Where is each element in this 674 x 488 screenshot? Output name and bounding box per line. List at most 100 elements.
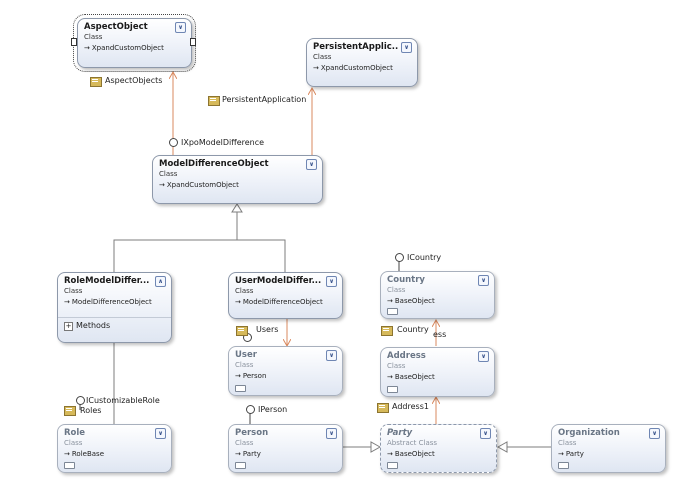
class-stereotype: Class [387,286,406,294]
collapse-icon[interactable]: ∨ [401,42,412,53]
collapse-icon[interactable]: ∨ [326,350,337,361]
class-base-name: ModelDifferenceObject [242,298,323,306]
collapse-icon[interactable]: ∨ [155,428,166,439]
property-icon [64,405,76,416]
shortcut-icon [558,462,569,469]
inherit-arrowhead-person [370,441,382,453]
inherits-arrow-icon: → [235,372,241,380]
assoc-label-users: Users [256,325,279,334]
class-base: →BaseObject [387,373,435,381]
inherits-arrow-icon: → [387,450,393,458]
expand-plus-icon[interactable]: + [64,322,73,331]
class-user[interactable]: User ∨ Class →Person [228,346,343,396]
class-base: →BaseObject [387,297,435,305]
shortcut-icon [387,308,398,315]
class-stereotype: Class [313,53,332,61]
class-aspect-object[interactable]: AspectObject ∨ Class →XpandCustomObject [73,14,196,72]
class-base-name: ModelDifferenceObject [71,298,152,306]
class-base-name: XpandCustomObject [166,181,239,189]
class-stereotype: Class [84,33,103,41]
property-icon [90,76,102,87]
inherits-arrow-icon: → [235,298,241,306]
compartment-divider [58,317,171,318]
class-base-name: BaseObject [394,297,435,305]
collapse-icon[interactable]: ∨ [326,428,337,439]
class-base-name: RoleBase [71,450,105,458]
class-country[interactable]: Country ∨ Class →BaseObject [380,271,495,319]
collapse-icon[interactable]: ∨ [326,276,337,287]
class-stereotype: Class [387,362,406,370]
class-title: User [235,350,257,360]
class-organization[interactable]: Organization ∨ Class →Party [551,424,666,473]
class-stereotype: Class [64,439,83,447]
collapse-icon[interactable]: ∨ [478,351,489,362]
assoc-label-ess: ess [433,330,447,339]
interface-lollipop-icustomizablerole [76,396,85,405]
inherit-arrowhead-model-difference [231,203,243,213]
inherits-arrow-icon: → [235,450,241,458]
inherits-arrow-icon: → [387,297,393,305]
class-address[interactable]: Address ∨ Class →BaseObject [380,347,495,397]
class-stereotype: Class [64,287,83,295]
property-icon [208,95,220,106]
class-base-name: Party [242,450,261,458]
class-stereotype: Class [235,287,254,295]
class-party[interactable]: Party ∨ Abstract Class →BaseObject [380,424,497,473]
inherits-arrow-icon: → [387,373,393,381]
expand-icon[interactable]: ∧ [155,276,166,287]
class-base: →XpandCustomObject [313,64,393,72]
interface-label-ixpo-model-difference: IXpoModelDifference [181,138,265,147]
class-title: PersistentApplic... [313,42,399,52]
class-base-name: XpandCustomObject [320,64,393,72]
class-title: Organization [558,428,620,438]
class-title: Party [387,428,413,438]
class-base: →RoleBase [64,450,104,458]
class-role[interactable]: Role ∨ Class →RoleBase [57,424,172,473]
class-user-model-difference[interactable]: UserModelDiffer... ∨ Class →ModelDiffere… [228,272,343,319]
class-base: →BaseObject [387,450,435,458]
collapse-icon[interactable]: ∨ [306,159,317,170]
property-icon [377,402,389,413]
collapse-icon[interactable]: ∨ [175,22,186,33]
property-icon [236,325,248,336]
shortcut-icon [235,462,246,469]
class-title: ModelDifferenceObject [159,159,269,169]
class-title: Person [235,428,269,438]
class-model-difference-object[interactable]: ModelDifferenceObject ∨ Class →XpandCust… [152,155,323,204]
class-base-name: XpandCustomObject [91,44,164,52]
methods-label: Methods [76,321,111,330]
inherits-arrow-icon: → [64,298,70,306]
class-title: Country [387,275,425,285]
interface-lollipop-iperson [246,405,255,414]
class-base-name: BaseObject [394,373,435,381]
shortcut-icon [387,462,398,469]
assoc-label-country: Country [397,325,429,334]
collapse-icon[interactable]: ∨ [480,428,491,439]
class-stereotype: Class [558,439,577,447]
collapse-icon[interactable]: ∨ [478,275,489,286]
collapse-icon[interactable]: ∨ [649,428,660,439]
interface-label-icustomizable-role: ICustomizableRole [86,396,160,405]
assoc-label-address1: Address1 [392,402,429,411]
assoc-label-aspect-objects: AspectObjects [105,76,163,85]
class-base: →Party [558,450,584,458]
inherits-arrow-icon: → [159,181,165,189]
resize-handle-left[interactable] [71,38,77,46]
methods-compartment[interactable]: +Methods [64,321,110,331]
class-base: →XpandCustomObject [84,44,164,52]
class-base-name: BaseObject [394,450,435,458]
class-persistent-application[interactable]: PersistentApplic... ∨ Class →XpandCustom… [306,38,418,87]
inherits-arrow-icon: → [84,44,90,52]
shortcut-icon [64,462,75,469]
class-role-model-difference[interactable]: RoleModelDiffer... ∧ Class →ModelDiffere… [57,272,172,343]
class-title: RoleModelDiffer... [64,276,150,286]
class-title: UserModelDiffer... [235,276,322,286]
class-person[interactable]: Person ∨ Class →Party [228,424,343,473]
class-stereotype: Abstract Class [387,439,438,447]
inherits-arrow-icon: → [313,64,319,72]
shortcut-icon [387,386,398,393]
resize-handle-right[interactable] [190,38,196,46]
inherit-arrowhead-organization [496,441,508,453]
class-base: →Person [235,372,266,380]
